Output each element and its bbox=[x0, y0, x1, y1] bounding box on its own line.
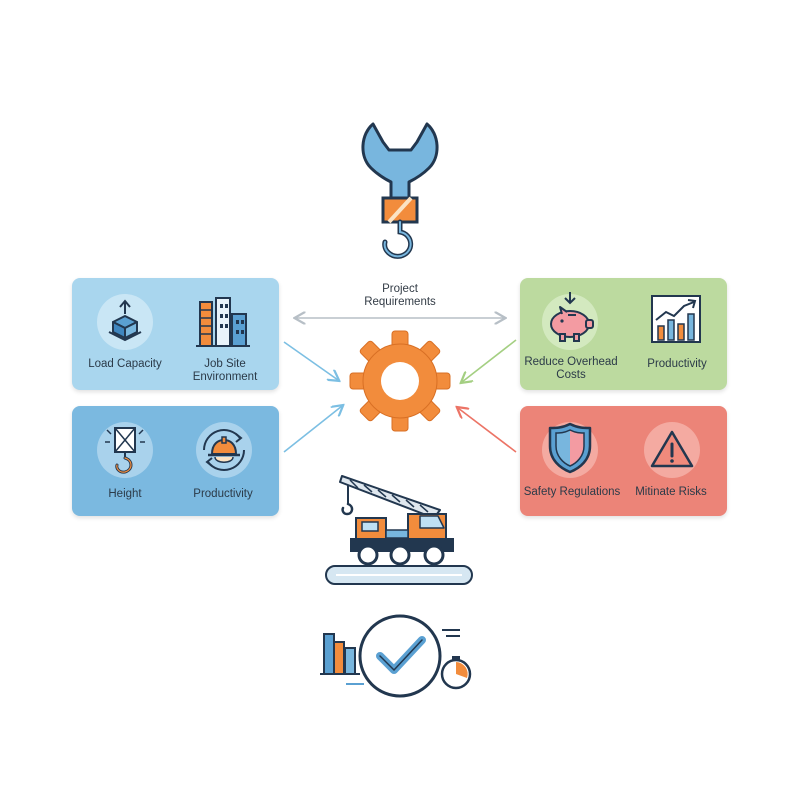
boxes-arrow-up-icon bbox=[108, 299, 142, 342]
arrow-from-left-top bbox=[283, 341, 338, 380]
load-capacity-label: Load Capacity bbox=[88, 358, 162, 370]
height-label: Height bbox=[108, 488, 142, 500]
center-label-line1: Project bbox=[382, 283, 418, 295]
wrench-hook-icon bbox=[361, 122, 439, 259]
hardhat-cycle-icon bbox=[203, 429, 245, 471]
arrow-from-right-bottom bbox=[458, 408, 517, 453]
panel-height-productivity: Height Productivity bbox=[72, 406, 279, 516]
warning-triangle-icon bbox=[650, 430, 694, 468]
job-site-line1: Job Site bbox=[204, 358, 246, 370]
center-label-line2: Requirements bbox=[364, 296, 436, 308]
arrow-from-right-top bbox=[462, 339, 517, 382]
safety-regulations-label: Safety Regulations bbox=[523, 486, 621, 498]
arrow-from-left-bottom bbox=[283, 406, 342, 453]
gear-icon bbox=[349, 330, 451, 432]
shield-icon bbox=[548, 422, 592, 474]
buildings-icon bbox=[196, 297, 250, 347]
crane-hook-icon bbox=[105, 427, 145, 474]
panel-overhead-productivity: Reduce Overhead Costs Productivity bbox=[520, 278, 727, 390]
project-requirements-label: Project Requirements bbox=[340, 283, 460, 309]
job-site-environment-label: Job Site Environment bbox=[170, 358, 280, 384]
mitigate-risks-label: Mitinate Risks bbox=[635, 486, 707, 498]
job-site-line2: Environment bbox=[192, 371, 258, 383]
reduce-overhead-line1: Reduce Overhead bbox=[524, 356, 618, 368]
bar-chart-rising-icon bbox=[651, 295, 701, 343]
productivity-left-label: Productivity bbox=[193, 488, 253, 500]
piggy-bank-icon bbox=[550, 292, 594, 342]
completion-check-icon bbox=[320, 614, 472, 698]
reduce-overhead-label: Reduce Overhead Costs bbox=[516, 356, 626, 382]
productivity-right-label: Productivity bbox=[647, 358, 707, 370]
panel-safety-risks: Safety Regulations Mitinate Risks bbox=[520, 406, 727, 516]
reduce-overhead-line2: Costs bbox=[556, 369, 586, 381]
crane-truck-icon bbox=[325, 475, 473, 585]
panel-load-jobsite: Load Capacity Job Site Environment bbox=[72, 278, 279, 390]
